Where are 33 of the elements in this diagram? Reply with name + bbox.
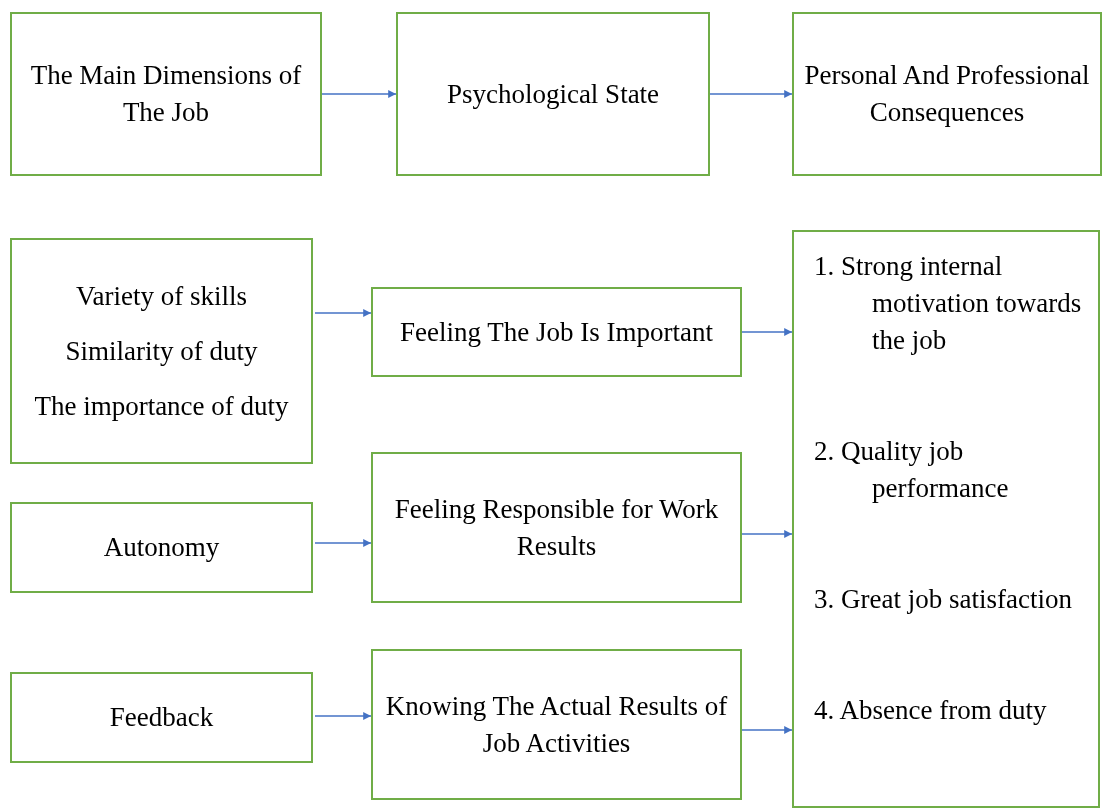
box-label: The importance of duty — [34, 389, 289, 423]
arrow — [741, 530, 793, 538]
process-box — [10, 238, 313, 464]
arrow — [741, 726, 793, 734]
arrow — [314, 539, 372, 547]
arrow — [741, 328, 793, 336]
box-label: Feeling The Job Is Important — [400, 315, 713, 349]
box-label: Similarity of duty — [65, 334, 258, 368]
process-box — [371, 649, 742, 800]
arrow — [321, 90, 397, 98]
box-label: Autonomy — [103, 531, 220, 564]
process-box — [396, 12, 710, 176]
box-label: Feedback — [109, 701, 214, 734]
box-label: Psychological State — [446, 77, 660, 111]
process-box — [792, 12, 1102, 176]
box-label: Feeling Responsible for Work Results — [393, 492, 720, 563]
list-item: 4. Absence from duty — [814, 694, 1048, 727]
process-box — [10, 672, 313, 763]
box-label: Knowing The Actual Results of Job Activities — [384, 689, 729, 760]
list-item: 1. Strong internal motivation towards the job — [814, 250, 1083, 357]
arrow — [709, 90, 793, 98]
box-label: Variety of skills — [76, 279, 247, 313]
arrow — [314, 712, 372, 720]
box-label: The Main Dimensions of The Job — [29, 59, 303, 129]
list-item: 3. Great job satisfaction — [814, 583, 1073, 616]
process-box — [371, 452, 742, 603]
list-item: 2. Quality job performance — [814, 435, 1010, 505]
box-label: Personal And Professional Consequences — [803, 59, 1091, 129]
process-box — [371, 287, 742, 377]
process-box — [10, 12, 322, 176]
outcome-list-box — [792, 230, 1100, 808]
process-box — [10, 502, 313, 593]
arrow — [314, 309, 372, 317]
